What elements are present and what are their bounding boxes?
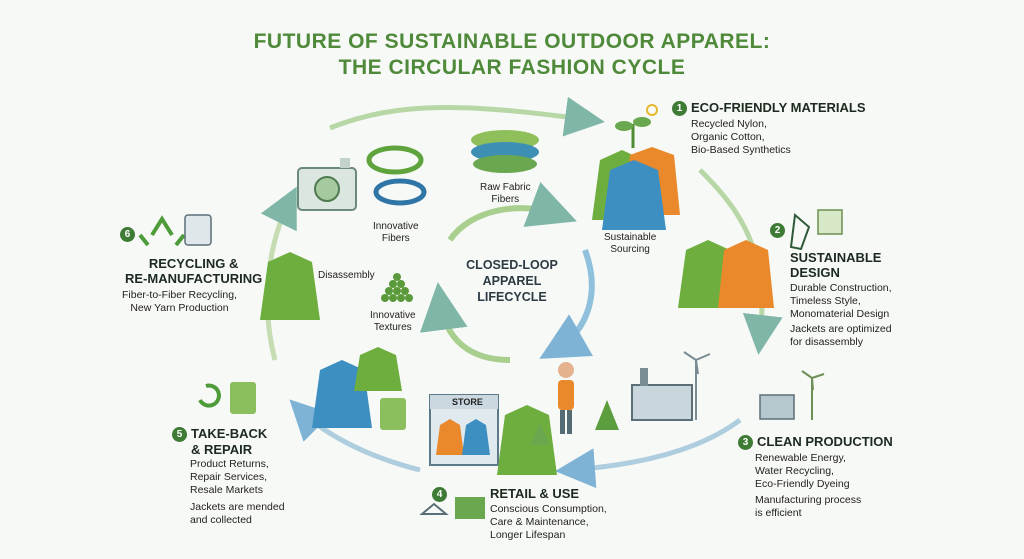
stage-5-details: Product Returns,Repair Services,Resale M… bbox=[190, 458, 285, 526]
title-line-1: FUTURE OF SUSTAINABLE OUTDOOR APPAREL: bbox=[253, 30, 771, 53]
title-line-2: THE CIRCULAR FASHION CYCLE bbox=[338, 56, 686, 79]
stage-1-details: Recycled Nylon,Organic Cotton,Bio-Based … bbox=[691, 118, 791, 156]
recycle-symbol-icon bbox=[138, 214, 212, 247]
stage-6-badge: 6 bbox=[120, 226, 139, 242]
stage-6-details: Fiber-to-Fiber Recycling,New Yarn Produc… bbox=[122, 289, 237, 314]
return-bin-icon bbox=[198, 382, 256, 414]
outer-arrow-bottom-left bbox=[289, 399, 421, 473]
store-hanger-icon bbox=[419, 497, 485, 519]
retail-store-icon bbox=[429, 394, 557, 475]
disassembly-label: Disassembly bbox=[318, 270, 375, 281]
stage-6-title: RECYCLING &RE-MANUFACTURING bbox=[125, 256, 263, 286]
sprout-icon bbox=[615, 104, 658, 148]
inner-arrow-3 bbox=[419, 282, 511, 363]
takeback-jackets-icon bbox=[312, 347, 406, 430]
outer-arrow-top bbox=[329, 96, 605, 137]
outer-arrow-right bbox=[698, 168, 783, 355]
store-sign: STORE bbox=[452, 397, 483, 407]
disassembly-jacket-icon bbox=[260, 252, 320, 320]
factory-icon bbox=[631, 351, 711, 421]
outer-arrow-bottom-right bbox=[555, 417, 742, 489]
design-jackets-icon bbox=[678, 240, 774, 308]
innovative-textures-icon bbox=[381, 273, 413, 302]
stage-4-title: RETAIL & USE bbox=[490, 486, 580, 501]
raw-fabric-fibers-icon bbox=[471, 130, 539, 173]
sourcing-jackets-icon bbox=[592, 147, 680, 230]
innovative-fibers-icon bbox=[366, 145, 427, 206]
stage-3-details: Renewable Energy,Water Recycling,Eco-Fri… bbox=[755, 452, 862, 519]
design-pen-icon bbox=[789, 209, 843, 251]
trees-icon bbox=[530, 400, 619, 445]
inner-arrow-1 bbox=[447, 182, 577, 242]
stage-4-details: Conscious Consumption,Care & Maintenance… bbox=[490, 503, 607, 541]
stage-2-details: Durable Construction,Timeless Style,Mono… bbox=[790, 282, 892, 348]
inner-arrow-2 bbox=[539, 248, 595, 359]
person-icon bbox=[558, 362, 574, 434]
recycling-machine-icon bbox=[297, 158, 357, 211]
stage-2-badge: 2 bbox=[770, 222, 789, 238]
stage-4-badge: 4 bbox=[432, 486, 451, 502]
clean-production-icon bbox=[759, 370, 825, 420]
